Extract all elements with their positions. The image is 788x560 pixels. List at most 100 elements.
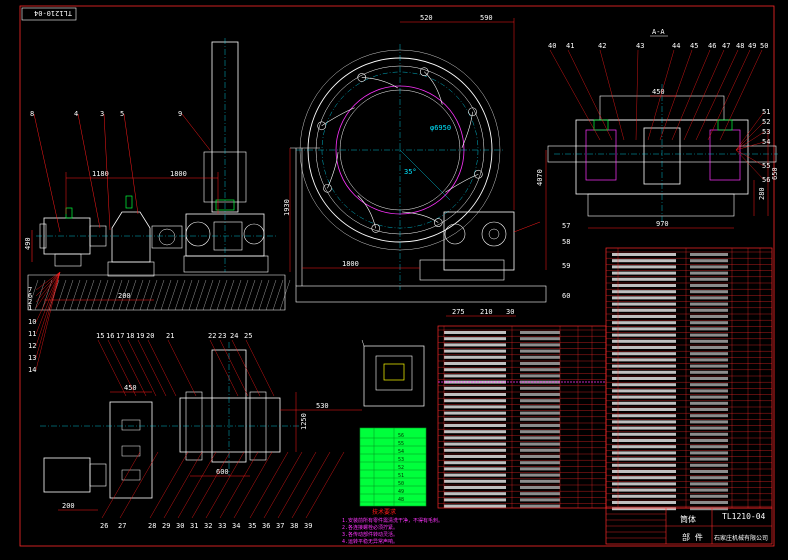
balloon-5: 5 [120,110,124,118]
legend-row-3: 53 [398,457,404,463]
balloon-rightside-1: 52 [762,118,770,126]
balloon-midtop-2: 17 [116,332,124,340]
legend-row-0: 56 [398,433,404,439]
legend-title: 技术要求 [372,508,396,516]
drawing-code-mirrored: TL1210-04 [34,9,72,17]
dim-1800-mid: 1800 [342,260,359,268]
balloon-bottom-2: 28 [148,522,156,530]
section-view-a-a: A-A 970 450 280 650 [547,28,779,229]
dim-590: 590 [480,14,493,22]
legend-note-4: 4.运转平稳无异常声响。 [342,538,398,545]
balloon-righttop-0: 40 [548,42,556,50]
title-drawing-code: TL1210-04 [722,512,766,521]
legend-row-1: 55 [398,441,404,447]
dim-600: 600 [216,468,229,476]
title-part-name: 筒体 [680,514,696,524]
balloons-left-top: 8 4 3 5 9 [30,110,182,118]
balloon-rightside-3: 54 [762,138,770,146]
balloon-midtop-10: 25 [244,332,252,340]
balloon-bottom-9: 35 [248,522,256,530]
balloon-58: 58 [562,238,570,246]
balloon-righttop-8: 48 [736,42,744,50]
legend-row-4: 52 [398,465,404,471]
legend-row-5: 51 [398,473,404,479]
balloon-left-0: 7 [28,286,32,294]
left-front-view: 1180 1800 200 490 [24,38,291,311]
plan-view: 450 200 600 1250 530 [40,342,362,511]
dim-450-sec: 450 [652,88,665,96]
balloon-rightside-4: 55 [762,162,770,170]
balloon-righttop-1: 41 [566,42,574,50]
balloon-midtop-8: 23 [218,332,226,340]
balloon-rightside-5: 56 [762,176,770,184]
legend-row-8: 48 [398,497,404,503]
dim-490: 490 [24,237,32,250]
balloon-left-3: 1 [28,304,32,312]
balloon-57: 57 [562,222,570,230]
balloon-midtop-6: 21 [166,332,174,340]
legend-row-2: 54 [398,449,404,455]
legend-note-3: 3.各传动部件转动灵活。 [342,531,398,538]
dim-275: 275 [452,308,465,316]
dim-200-plan: 200 [62,502,75,510]
title-block: 筒体 TL1210-04 部 件 石家庄机械有限公司 [605,507,773,545]
balloon-left-4: 10 [28,318,36,326]
balloon-righttop-6: 46 [708,42,716,50]
balloon-bottom-6: 32 [204,522,212,530]
legend-table: 56 55 54 53 52 51 50 49 48 技术要求 1.安装前所有零件需清洗干净，不… [342,427,443,545]
view-label: A-A [652,28,665,36]
legend-box [359,427,427,507]
dim-650: 650 [771,167,779,180]
balloon-midtop-3: 18 [126,332,134,340]
balloon-bottom-3: 29 [162,522,170,530]
balloon-bottom-11: 37 [276,522,284,530]
dim-30: 30 [506,308,514,316]
dim-4070: 4070 [536,169,544,186]
balloon-rightside-0: 51 [762,108,770,116]
balloon-60: 60 [562,292,570,300]
balloon-left-1: 6 [28,292,32,300]
dim-35deg: 35° [404,168,417,176]
title-company: 石家庄机械有限公司 [714,534,768,542]
balloon-righttop-10: 50 [760,42,768,50]
dim-1180: 1180 [92,170,109,178]
legend-row-7: 49 [398,489,404,495]
dim-1250: 1250 [300,413,308,430]
balloon-bottom-13: 39 [304,522,312,530]
dim-970: 970 [656,220,669,228]
balloon-59: 59 [562,262,570,270]
dim-200-left: 200 [118,292,131,300]
plan-pinion [179,397,281,453]
balloon-midtop-4: 19 [136,332,144,340]
parts-list [437,247,773,511]
balloon-left-7: 13 [28,354,36,362]
balloon-bottom-12: 38 [290,522,298,530]
balloon-rightside-2: 53 [762,128,770,136]
balloon-righttop-4: 44 [672,42,680,50]
shell-cross-section: φ6950 35° 520 590 4070 1930 1800 275 210… [283,14,547,317]
dim-phi: φ6950 [430,124,451,132]
legend-note-1: 1.安装前所有零件需清洗干净，不得有毛刺。 [342,517,443,524]
dim-1800: 1800 [170,170,187,178]
dim-520: 520 [420,14,433,22]
balloon-bottom-4: 30 [176,522,184,530]
title-part-type: 部 件 [682,532,703,542]
legend-note-2: 2.各连接螺栓必须拧紧。 [342,524,398,531]
dim-280: 280 [758,187,766,200]
legend-row-6: 50 [398,481,404,487]
balloon-bottom-8: 34 [232,522,240,530]
balloons-right-side: 51 52 53 54 55 56 [735,108,770,184]
balloon-midtop-7: 22 [208,332,216,340]
balloon-bottom-5: 31 [190,522,198,530]
dim-530: 530 [316,402,329,410]
balloon-left-2: 2 [28,298,32,306]
balloon-8: 8 [30,110,34,118]
balloon-4: 4 [74,110,78,118]
balloon-9: 9 [178,110,182,118]
balloon-3: 3 [100,110,104,118]
